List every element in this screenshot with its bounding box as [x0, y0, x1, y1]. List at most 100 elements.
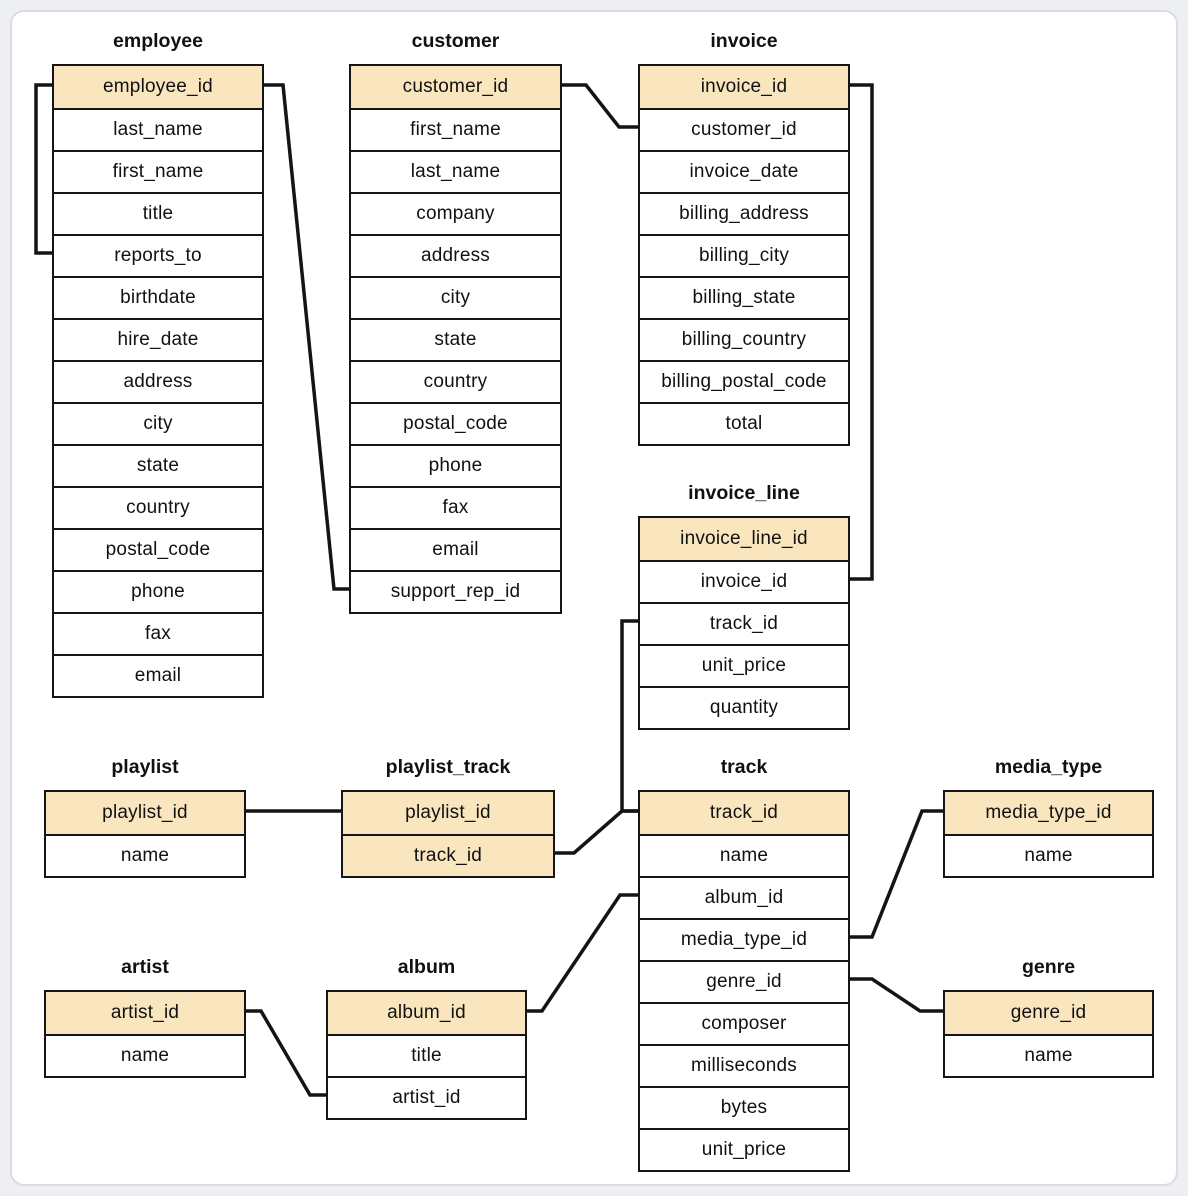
field-row-genre-name: name	[945, 1034, 1152, 1076]
table-title-employee: employee	[113, 30, 203, 52]
field-label: country	[126, 497, 190, 518]
relationship-line-album_id-to-track-album_id	[527, 893, 638, 1013]
field-label: name	[120, 845, 170, 866]
field-label: name	[719, 845, 769, 866]
table-title-album: album	[397, 956, 456, 978]
field-row-customer-first_name: first_name	[351, 108, 560, 150]
relationship-line-artist_id-to-album-artist_id	[246, 1009, 326, 1097]
field-label: first_name	[410, 119, 501, 140]
field-label: artist_id	[392, 1087, 461, 1108]
field-row-track-milliseconds: milliseconds	[640, 1044, 848, 1086]
field-row-customer-postal_code: postal_code	[351, 402, 560, 444]
field-label: billing_address	[679, 203, 809, 224]
field-label: invoice_id	[700, 571, 788, 592]
field-row-playlist_track-playlist_id: playlist_id	[343, 792, 553, 834]
field-label: city	[143, 413, 173, 434]
field-label: genre_id	[1010, 1002, 1087, 1023]
field-label: city	[440, 287, 471, 308]
field-row-invoice-billing_state: billing_state	[640, 276, 848, 318]
field-label: phone	[131, 581, 185, 602]
field-label: postal_code	[105, 539, 211, 560]
field-label: billing_state	[692, 287, 796, 308]
field-row-invoice-total: total	[640, 402, 848, 444]
relationship-line-track-media_type_id-to-media_type_id	[850, 809, 943, 939]
field-label: hire_date	[117, 329, 199, 350]
field-label: name	[120, 1045, 170, 1066]
field-row-employee-title: title	[54, 192, 262, 234]
relationship-line-employee-reports_to-self	[34, 83, 52, 255]
field-label: fax	[442, 497, 469, 518]
field-row-invoice-invoice_date: invoice_date	[640, 150, 848, 192]
table-title-invoice: invoice	[710, 30, 778, 52]
field-label: name	[1024, 1045, 1073, 1066]
field-label: company	[416, 203, 495, 224]
field-label: track_id	[709, 613, 779, 634]
field-label: last_name	[410, 161, 501, 182]
field-row-invoice-invoice_id: invoice_id	[640, 66, 848, 108]
field-row-track-unit_price: unit_price	[640, 1128, 848, 1170]
relationship-line-track-genre_id-to-genre_id	[850, 977, 943, 1013]
field-row-employee-country: country	[54, 486, 262, 528]
field-row-employee-employee_id: employee_id	[54, 66, 262, 108]
table-title-genre: genre	[1021, 956, 1076, 978]
field-row-invoice-billing_postal_code: billing_postal_code	[640, 360, 848, 402]
field-label: invoice_id	[700, 76, 788, 97]
field-label: support_rep_id	[390, 581, 521, 602]
field-label: customer_id	[402, 76, 509, 97]
field-row-customer-support_rep_id: support_rep_id	[351, 570, 560, 612]
field-label: playlist_id	[405, 802, 491, 823]
field-row-employee-postal_code: postal_code	[54, 528, 262, 570]
field-row-customer-country: country	[351, 360, 560, 402]
field-row-invoice_line-unit_price: unit_price	[640, 644, 848, 686]
field-row-invoice_line-invoice_line_id: invoice_line_id	[640, 518, 848, 560]
table-title-artist: artist	[121, 956, 169, 978]
field-label: reports_to	[114, 245, 202, 266]
field-row-customer-fax: fax	[351, 486, 560, 528]
table-title-media_type: media_type	[994, 756, 1103, 778]
table-title-playlist_track: playlist_track	[385, 756, 511, 778]
field-row-artist-name: name	[46, 1034, 244, 1076]
field-label: total	[725, 413, 763, 434]
relationship-line-customer_id-to-invoice-customer_id	[562, 83, 638, 129]
field-label: email	[134, 665, 182, 686]
field-label: artist_id	[110, 1002, 180, 1023]
table-playlist_track: playlist_id track_id	[341, 790, 555, 878]
field-row-invoice-billing_city: billing_city	[640, 234, 848, 276]
relationship-line-employee_id-to-customer-support_rep_id	[264, 83, 349, 591]
field-row-customer-state: state	[351, 318, 560, 360]
field-label: invoice_line_id	[680, 528, 808, 549]
field-row-customer-address: address	[351, 234, 560, 276]
field-label: title	[142, 203, 174, 224]
table-title-track: track	[720, 756, 768, 778]
field-row-employee-city: city	[54, 402, 262, 444]
field-label: unit_price	[701, 655, 787, 676]
field-row-artist-artist_id: artist_id	[46, 992, 244, 1034]
field-row-genre-genre_id: genre_id	[945, 992, 1152, 1034]
field-row-invoice-billing_address: billing_address	[640, 192, 848, 234]
field-row-playlist_track-track_id: track_id	[343, 834, 553, 876]
field-row-track-media_type_id: media_type_id	[640, 918, 848, 960]
field-row-employee-last_name: last_name	[54, 108, 262, 150]
field-label: first_name	[112, 161, 204, 182]
field-row-customer-customer_id: customer_id	[351, 66, 560, 108]
field-row-invoice_line-track_id: track_id	[640, 602, 848, 644]
field-row-track-track_id: track_id	[640, 792, 848, 834]
field-row-media_type-media_type_id: media_type_id	[945, 792, 1152, 834]
field-label: postal_code	[403, 413, 508, 434]
field-row-employee-address: address	[54, 360, 262, 402]
field-label: state	[136, 455, 180, 476]
field-label: billing_city	[698, 245, 790, 266]
field-row-track-name: name	[640, 834, 848, 876]
field-row-track-album_id: album_id	[640, 876, 848, 918]
field-row-track-genre_id: genre_id	[640, 960, 848, 1002]
table-title-playlist: playlist	[111, 756, 179, 778]
field-row-track-bytes: bytes	[640, 1086, 848, 1128]
field-row-employee-birthdate: birthdate	[54, 276, 262, 318]
field-row-invoice-customer_id: customer_id	[640, 108, 848, 150]
